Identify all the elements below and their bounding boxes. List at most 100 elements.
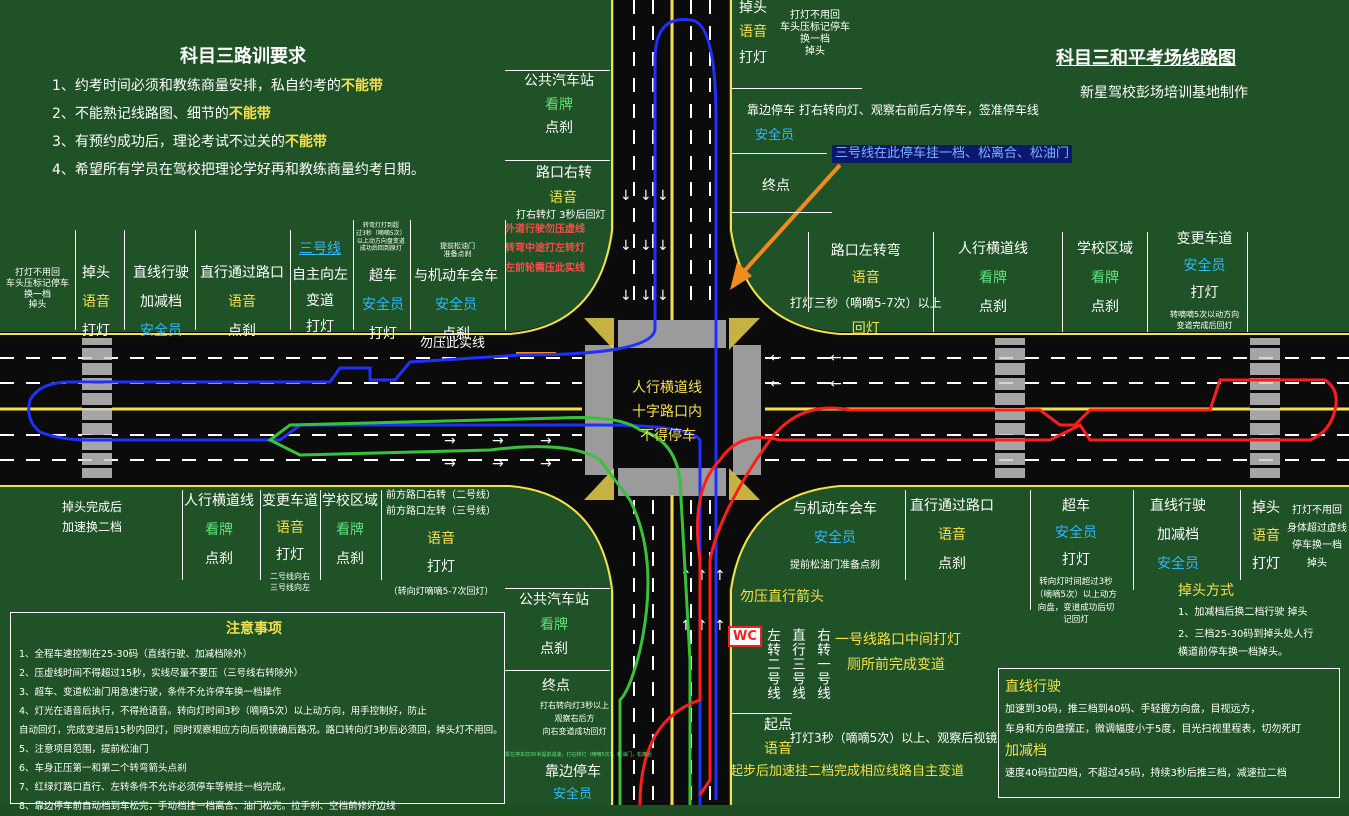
cell-label: 直行通过路口 [910, 498, 994, 514]
overtake-note: 转弯灯打到超 过3秒（嘀嘀5次） 以上动方向盘变道 成功后回到原灯 [356, 222, 406, 253]
cell-label: 转嘀嘀5次以动方向 变道完成后回灯 [1170, 310, 1240, 330]
notes-box: 注意事项 1、全程车速控制在25-30码（直线行驶、加减档除外） 2、压虚线时间… [10, 612, 505, 812]
straight-box-title2: 加减档 [1005, 743, 1047, 759]
route-line-1-red [638, 378, 1338, 805]
corner-ne [729, 230, 840, 332]
end-bottom: 终点 [542, 678, 570, 694]
cell-label: 点刹 [1091, 299, 1119, 315]
cell-school-right: 学校区域看牌点刹 [1077, 238, 1133, 316]
arrow-pass-label: 勿压直行箭头 [740, 589, 824, 605]
svg-text:↑: ↑ [696, 568, 708, 584]
cell-label: 加减档 [140, 294, 182, 310]
orange-arrow-head [730, 262, 752, 290]
divider [732, 212, 832, 213]
cell-label: 人行横道线 [184, 493, 254, 509]
rule-item: 4、希望所有学员在驾校把理论学好再和教练商量约考日期。 [52, 162, 425, 190]
right-turn-label: 路口右转 [536, 165, 592, 181]
cell-label: 变更车道 [1176, 231, 1233, 247]
straight-driving-box: 直线行驶 加速到30码，推三档到40码、手轻握方向盘，目视远方， 车身和方向盘摆… [998, 668, 1340, 798]
cell-label: 安全员 [1183, 258, 1226, 274]
rule-emphasis: 不能带 [228, 106, 271, 122]
blue-note: 三号线在此停车挂一档、松离合、松油门 [832, 145, 1073, 163]
rule-item: 2、不能熟记线路图、细节的不能带 [52, 106, 425, 134]
rule-text: 4、希望所有学员在驾校把理论学好再和教练商量约考日期。 [52, 162, 425, 178]
divider [353, 220, 354, 330]
cell-label: 前方路口右转（二号线） 前方路口左转（三号线） [386, 490, 496, 517]
divider [1030, 490, 1031, 610]
cell-straight-intersection: 直行通过路口语音点刹 [200, 262, 284, 340]
cell-label: 语音 [427, 531, 455, 547]
svg-text:↓: ↓ [620, 188, 632, 204]
cell-label: 掉头 [82, 265, 110, 281]
cell-meet-vehicle-right: 与机动车会车安全员提前松油门准备点刹 [790, 498, 880, 571]
cell-label: 点刹 [938, 556, 966, 572]
curb-se [730, 485, 1349, 805]
cell-label: 点刹 [442, 326, 470, 342]
divider [195, 230, 196, 330]
right-turn-voice: 语音 [549, 190, 577, 206]
red-note-2: 转弯中途打左转灯 [505, 243, 585, 254]
svg-text:←: ← [830, 350, 842, 366]
cell-label: 学校区域 [1077, 241, 1133, 257]
line-2-label: 左转二号线 [764, 628, 780, 701]
cell-label: 语音 [938, 527, 966, 543]
divider [505, 160, 610, 161]
no-press-line-label: 勿压此实线 [420, 336, 486, 351]
cell-label: 打灯 [1061, 552, 1090, 568]
cell-label: 二号线向右 三号线向左 [270, 572, 310, 592]
cell-label: 掉头 [1252, 500, 1280, 516]
line-1-label: 右转一号线 [814, 628, 830, 701]
svg-text:↑: ↑ [680, 618, 692, 634]
divider [1062, 232, 1063, 332]
straight-box-title: 直线行驶 [1005, 679, 1061, 695]
svg-text:←: ← [770, 350, 782, 366]
cell-straight: 直线行驶加减档安全员 [133, 262, 189, 340]
cell-label: 点刹 [979, 299, 1007, 315]
tiny-note: 靠左停车前30米提前减速，打右转灯（嘀嘀5次），松油门，松离合 [505, 752, 653, 758]
cell-label: 语音 [276, 520, 304, 536]
divider [505, 70, 610, 71]
cell-label: 与机动车会车 [793, 501, 877, 517]
svg-text:→: → [444, 456, 456, 472]
cell-overtake-right: 超车安全员打灯转向灯时间超过3秒 （嘀嘀5次）以上动方 向盘，变道成功后切 记回… [1035, 495, 1117, 627]
divider [1147, 232, 1148, 332]
cell-label: 看牌 [1091, 270, 1119, 286]
divider [124, 230, 125, 330]
lane-arrows: ←←←← →→→ →→→ ↓↓↓↓↓↓↓↓↓ ↑↑↑ ↑↑↑ [444, 188, 842, 634]
cell-label: 变更车道 [262, 493, 318, 509]
divider [290, 230, 291, 330]
divider [1247, 232, 1248, 332]
divider [381, 490, 382, 580]
cell-label: 超车 [369, 268, 397, 284]
bus-stop-bottom: 公共汽车站 [519, 592, 589, 608]
svg-text:↑: ↑ [714, 618, 726, 634]
cell-label: 语音 [82, 294, 110, 310]
svg-text:↓: ↓ [620, 238, 632, 254]
bus-look-bottom: 看牌 [540, 617, 568, 633]
cell-label: 回灯 [851, 321, 880, 337]
divider [182, 490, 183, 580]
svg-text:→: → [492, 433, 504, 449]
uturn-method-1: 1、加减档后换二档行驶 掉头 [1178, 607, 1308, 618]
rule-item: 1、约考时间必须和教练商量安排，私自约考的不能带 [52, 78, 425, 106]
end-bottom-note: 打右转向灯3秒以上 观察右后方 向右变道成功回灯 [540, 701, 610, 736]
cell-label: （转向灯嘀嘀5-7次回灯） [388, 587, 494, 597]
start-label: 起点 [764, 717, 792, 733]
svg-text:→: → [492, 456, 504, 472]
cell-change-lane-right: 变更车道安全员打灯转嘀嘀5次以动方向 变道完成后回灯 [1170, 228, 1239, 331]
red-note-1: 外道行驶勿压虚线 [505, 224, 585, 235]
cell-label: 看牌 [205, 522, 233, 538]
cell-label: 语音 [851, 270, 880, 286]
divider [905, 490, 906, 580]
uturn-light-top: 打灯 [739, 50, 767, 66]
cell-label: 打灯 [1252, 556, 1280, 572]
straight-box-p1: 加速到30码，推三档到40码、手轻握方向盘，目视远方， [1005, 704, 1261, 715]
uturn-done: 掉头完成后 [62, 500, 123, 514]
cell-label: 语音 [228, 294, 256, 310]
cell-label: 直线行驶 [133, 265, 189, 281]
svg-text:→: → [444, 433, 456, 449]
note-item: 7、红绿灯路口直行、左转条件不允许必须停车等候挂一档完成。 [19, 782, 292, 793]
svg-text:↓: ↓ [640, 238, 652, 254]
map-subtitle: 新星驾校彭场培训基地制作 [1080, 85, 1248, 101]
